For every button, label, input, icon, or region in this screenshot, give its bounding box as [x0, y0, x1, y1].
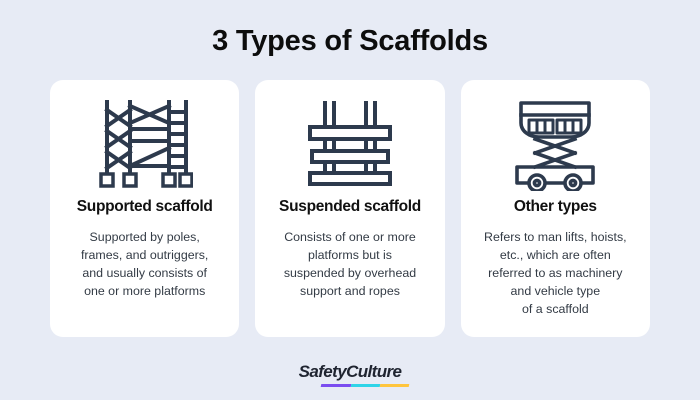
- body-line: Refers to man lifts, hoists,: [484, 230, 627, 245]
- card-body: Consists of one or more platforms but is…: [282, 229, 418, 301]
- supported-scaffold-tower-icon: [97, 96, 193, 192]
- body-line: suspended by overhead: [283, 266, 417, 281]
- body-line: platforms but is: [307, 248, 392, 263]
- card-supported-scaffold: Supported scaffold Supported by poles, f…: [50, 79, 240, 337]
- card-heading: Supported scaffold: [76, 197, 213, 215]
- body-line: of a scaffold: [522, 302, 589, 317]
- logo-wordmark-culture: Culture: [346, 362, 402, 381]
- logo-underline: [320, 384, 409, 387]
- card-other-types: Other types Refers to man lifts, hoists,…: [460, 79, 650, 337]
- card-heading: Other types: [513, 197, 597, 215]
- logo-underline-cyan: [350, 384, 380, 387]
- body-line: etc., which are often: [499, 248, 611, 263]
- card-heading: Suspended scaffold: [279, 197, 421, 215]
- suspended-scaffold-platforms-icon: [300, 96, 400, 192]
- footer: SafetyCulture: [0, 362, 700, 387]
- cards-row: Supported scaffold Supported by poles, f…: [50, 79, 650, 337]
- body-line: support and ropes: [300, 284, 400, 299]
- body-line: and usually consists of: [82, 266, 207, 281]
- logo-underline-yellow: [379, 384, 409, 387]
- body-line: one or more platforms: [84, 284, 206, 299]
- logo-underline-purple: [320, 384, 351, 387]
- card-body: Supported by poles, frames, and outrigge…: [79, 229, 210, 301]
- body-line: Supported by poles,: [89, 230, 200, 245]
- scissor-lift-icon: [509, 96, 601, 192]
- body-line: Consists of one or more: [284, 230, 416, 245]
- safetyculture-logo: SafetyCulture: [298, 362, 409, 387]
- body-line: frames, and outriggers,: [80, 248, 209, 263]
- body-line: and vehicle type: [510, 284, 601, 299]
- card-suspended-scaffold: Suspended scaffold Consists of one or mo…: [255, 79, 445, 337]
- page-title: 3 Types of Scaffolds: [212, 25, 488, 57]
- logo-wordmark-safety: Safety: [298, 362, 347, 381]
- card-body: Refers to man lifts, hoists, etc., which…: [482, 229, 629, 319]
- body-line: referred to as machinery: [488, 266, 623, 281]
